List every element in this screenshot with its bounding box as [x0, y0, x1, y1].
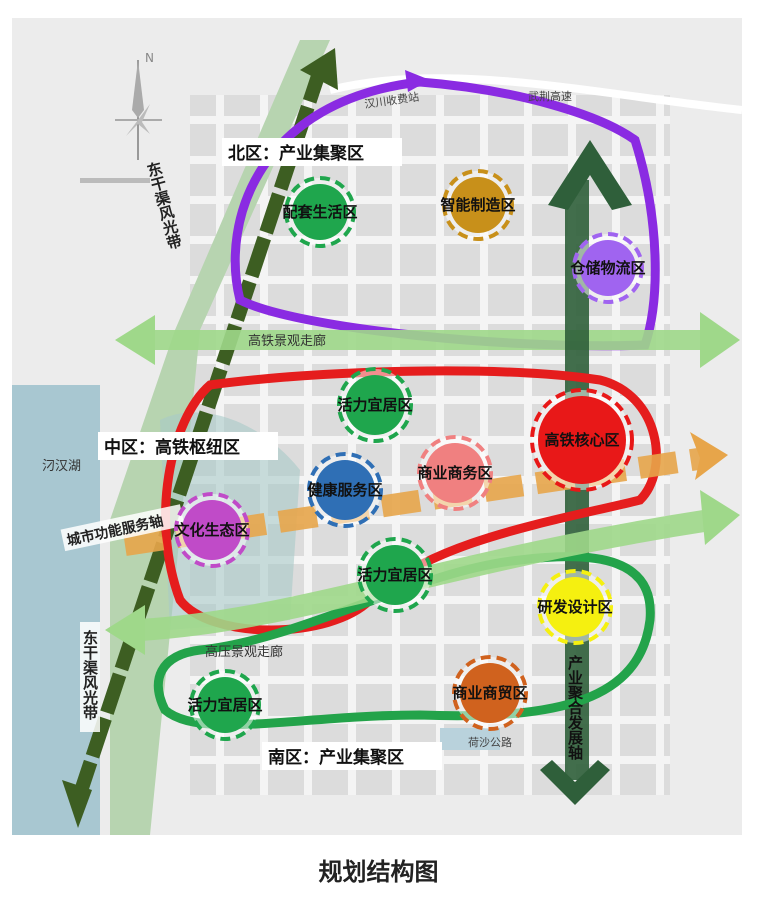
district-label: 文化生态区 — [174, 521, 249, 539]
hv-corridor-label: 高压景观走廊 — [205, 644, 283, 660]
hsr-corridor-label: 高铁景观走廊 — [248, 333, 326, 349]
highway-label: 荷沙公路 — [468, 736, 512, 749]
district-circle — [197, 677, 253, 733]
canal-label-bottom: 东干渠风光带 — [81, 629, 99, 721]
south-zone-label: 南区：产业集聚区 — [268, 747, 404, 768]
district-circle — [450, 177, 506, 233]
map-caption: 规划结构图 — [318, 858, 439, 886]
district-label: 仓储物流区 — [569, 259, 645, 277]
district-circle — [545, 577, 605, 637]
compass-north-label: N — [145, 51, 154, 65]
district-marker: 商业商务区 — [417, 435, 493, 511]
district-circle — [460, 663, 520, 723]
district-marker: 健康服务区 — [307, 452, 383, 528]
expressway-road — [329, 74, 743, 114]
compass-icon: N — [80, 51, 162, 183]
district-circle — [182, 500, 242, 560]
district-label: 商业商务区 — [417, 464, 492, 482]
district-label: 活力宜居区 — [357, 566, 432, 584]
district-marker: 智能制造区 — [440, 169, 516, 241]
district-marker: 高铁核心区 — [530, 388, 634, 492]
district-circle — [315, 460, 375, 520]
expressway-label: 武荆高速 — [528, 89, 572, 103]
district-marker: 活力宜居区 — [357, 537, 433, 613]
district-marker: 活力宜居区 — [337, 367, 413, 443]
district-marker: 商业商贸区 — [452, 655, 528, 731]
pond — [440, 728, 500, 750]
district-label: 健康服务区 — [307, 481, 382, 499]
district-marker: 活力宜居区 — [187, 669, 263, 741]
district-circle — [345, 375, 405, 435]
district-marker: 配套生活区 — [282, 176, 358, 248]
north-zone-label: 北区：产业集聚区 — [228, 143, 364, 164]
district-label: 配套生活区 — [282, 203, 357, 221]
district-marker: 研发设计区 — [537, 569, 613, 645]
scale-bar — [80, 178, 150, 183]
district-circle — [292, 184, 348, 240]
district-marker: 仓储物流区 — [569, 232, 646, 304]
north-loop-arrow — [405, 70, 430, 92]
district-circle — [365, 545, 425, 605]
industry-axis-label: 产业聚合发展轴 — [566, 654, 584, 761]
district-marker: 文化生态区 — [174, 492, 250, 568]
district-label: 活力宜居区 — [187, 696, 262, 714]
district-label: 研发设计区 — [537, 598, 612, 616]
district-label: 高铁核心区 — [544, 431, 619, 449]
district-label: 商业商贸区 — [452, 684, 527, 702]
district-circle — [538, 396, 626, 484]
lake-label: 汈汉湖 — [42, 459, 81, 474]
lake-area — [12, 385, 100, 835]
middle-loop — [161, 366, 661, 635]
district-label: 活力宜居区 — [337, 396, 412, 414]
district-label: 智能制造区 — [440, 196, 515, 214]
district-circle — [580, 240, 636, 296]
middle-zone-label: 中区：高铁枢纽区 — [104, 437, 240, 458]
district-circle — [425, 443, 485, 503]
